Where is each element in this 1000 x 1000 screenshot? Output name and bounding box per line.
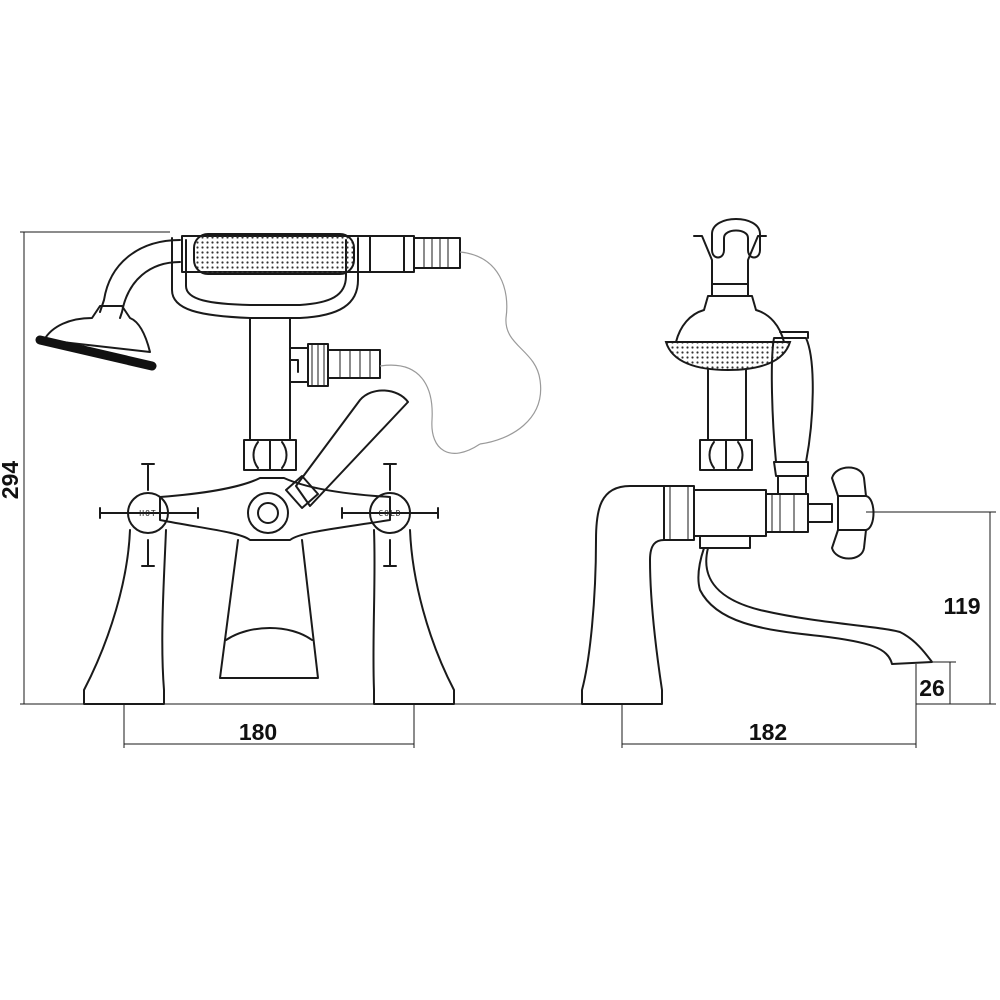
diverter-lever [295, 389, 409, 507]
dim-total-height: 294 [0, 461, 23, 500]
dim-front-width: 180 [239, 719, 277, 745]
side-view [581, 218, 933, 705]
side-hook [711, 218, 761, 259]
dim-spout-tip: 26 [919, 675, 945, 701]
cradle-loop [171, 237, 359, 319]
hot-label: HOT [139, 509, 156, 518]
front-spout [219, 539, 319, 679]
cold-valve: COLD [341, 463, 439, 567]
cold-label: COLD [378, 509, 401, 518]
hose-top [459, 251, 542, 445]
hose-outlet [379, 364, 481, 454]
side-body [663, 485, 695, 541]
dimension-lines [20, 231, 996, 748]
hot-leg [83, 529, 167, 705]
side-column [707, 369, 747, 441]
hot-valve: HOT [99, 463, 199, 567]
dim-spout-height: 119 [943, 593, 980, 619]
side-shower-head [675, 295, 785, 343]
side-leg [581, 485, 665, 705]
front-body [159, 477, 391, 541]
front-view: HOT COLD [35, 233, 542, 705]
handset-grip-texture [193, 233, 355, 275]
front-column [249, 317, 291, 441]
handset-nut [369, 235, 415, 273]
cold-leg [372, 529, 455, 705]
diverter-knob [247, 492, 289, 534]
shower-face [35, 335, 157, 371]
dim-side-depth: 182 [749, 719, 787, 745]
side-cross-handle [831, 466, 875, 560]
front-shower-head [43, 305, 151, 353]
handset-hook [99, 239, 181, 319]
side-spout [697, 547, 933, 665]
side-shower-face [664, 341, 792, 372]
